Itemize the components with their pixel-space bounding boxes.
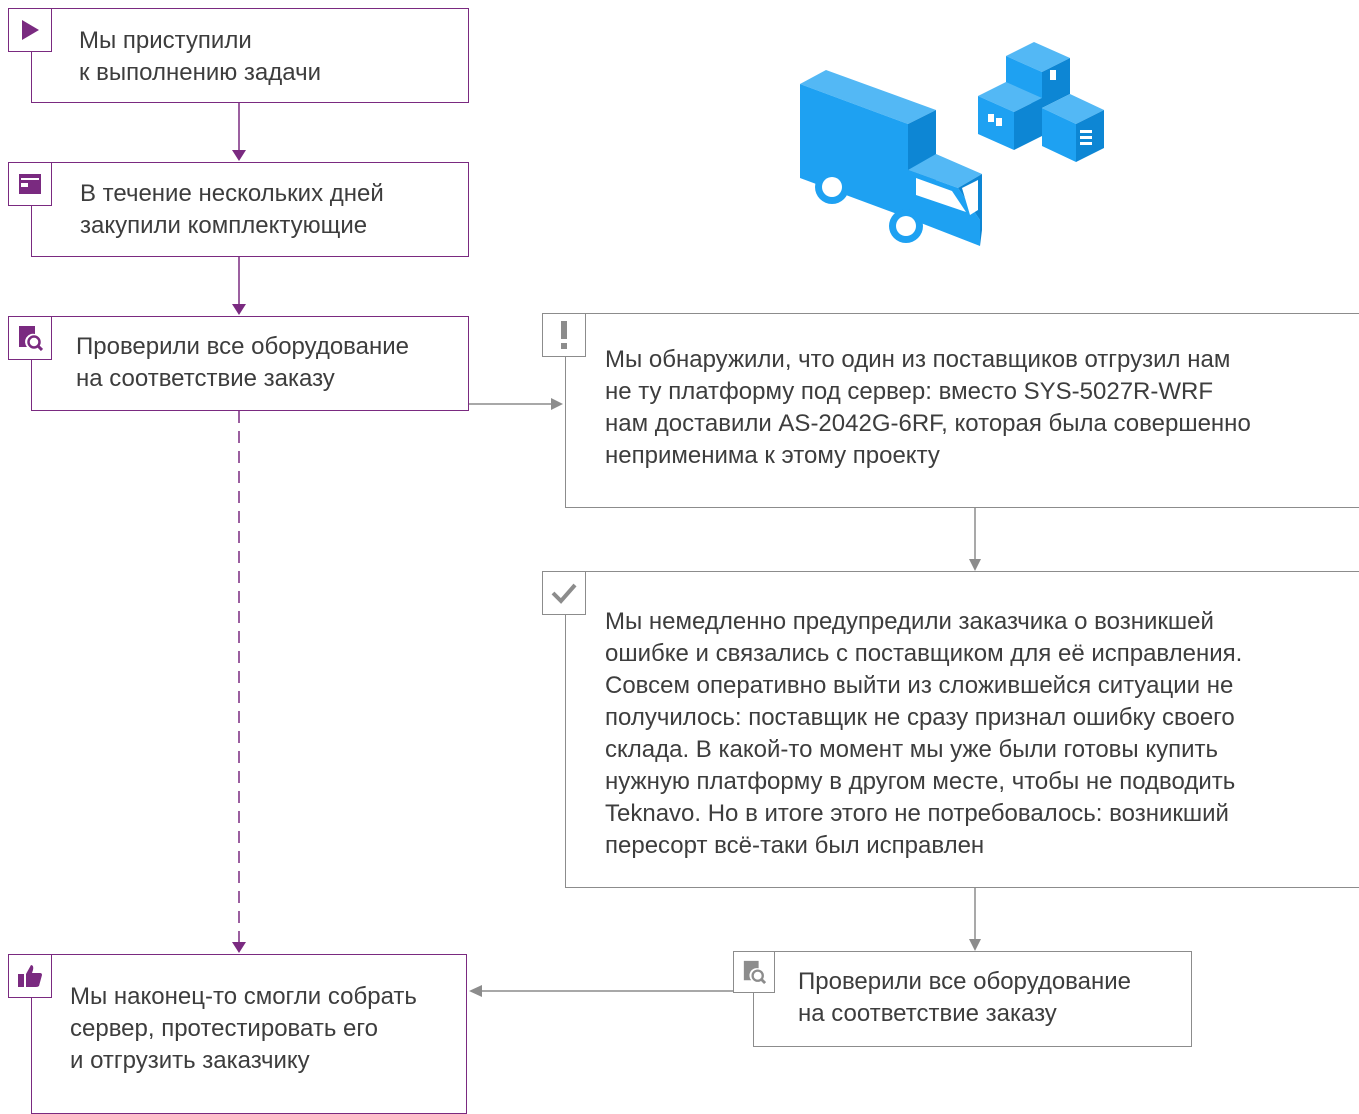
document-search-icon (733, 951, 775, 993)
delivery-truck-icon (800, 70, 982, 246)
document-search-icon (8, 316, 52, 360)
step-text: Мы немедленно предупредили заказчика о в… (605, 608, 1243, 859)
step-text: Мы приступили к выполнению задачи (79, 27, 322, 86)
arrowhead (232, 942, 246, 953)
thumbs-up-icon (8, 954, 52, 998)
step-final: Мы наконец-то смогли собрать сервер, про… (31, 954, 467, 1114)
arrowhead (232, 150, 246, 161)
checkmark-icon (542, 571, 586, 615)
exclamation-icon (542, 313, 586, 357)
step-check2: Проверили все оборудование на соответств… (753, 951, 1192, 1047)
arrowhead (232, 304, 246, 315)
step-problem: Мы обнаружили, что один из поставщиков о… (565, 313, 1359, 508)
step-start: Мы приступили к выполнению задачи (31, 8, 469, 103)
arrowhead (969, 939, 981, 951)
play-icon (8, 8, 52, 52)
arrowhead (551, 398, 563, 410)
step-text: В течение нескольких дней закупили компл… (80, 180, 384, 239)
arrowhead (469, 985, 482, 997)
step-resolution: Мы немедленно предупредили заказчика о в… (565, 571, 1359, 888)
arrowhead (969, 559, 981, 571)
step-check: Проверили все оборудование на соответств… (31, 316, 469, 411)
step-text: Проверили все оборудование на соответств… (798, 968, 1132, 1027)
step-purchase: В течение нескольких дней закупили компл… (31, 162, 469, 257)
step-text: Проверили все оборудование на соответств… (76, 333, 410, 392)
step-text: Мы наконец-то смогли собрать сервер, про… (70, 983, 417, 1074)
wallet-icon (8, 162, 52, 206)
boxes-icon (978, 42, 1104, 162)
step-text: Мы обнаружили, что один из поставщиков о… (605, 346, 1251, 469)
